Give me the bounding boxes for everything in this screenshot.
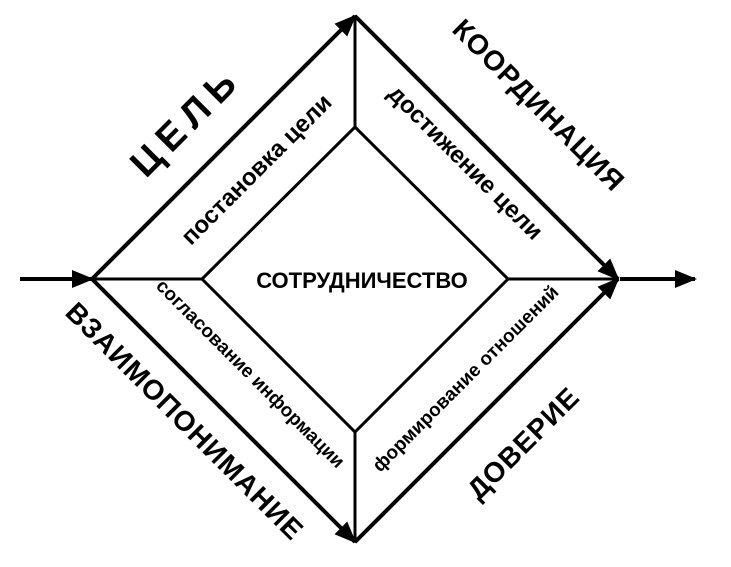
center-label: СОТРУДНИЧЕСТВО: [256, 268, 468, 293]
label-mutual-understanding: ВЗАИМОПОНИМАНИЕ: [60, 296, 310, 546]
outer-edge-bottom-left: [90, 277, 357, 544]
label-goal: ЦЕЛЬ: [122, 57, 250, 185]
label-trust: ДОВЕРИЕ: [461, 381, 586, 506]
outer-edge-top-right: [353, 14, 620, 281]
outer-edge-bottom-right: [353, 277, 620, 544]
outer-edge-top-left: [90, 14, 357, 281]
edge-label-information-alignment: согласование информации: [151, 276, 348, 473]
